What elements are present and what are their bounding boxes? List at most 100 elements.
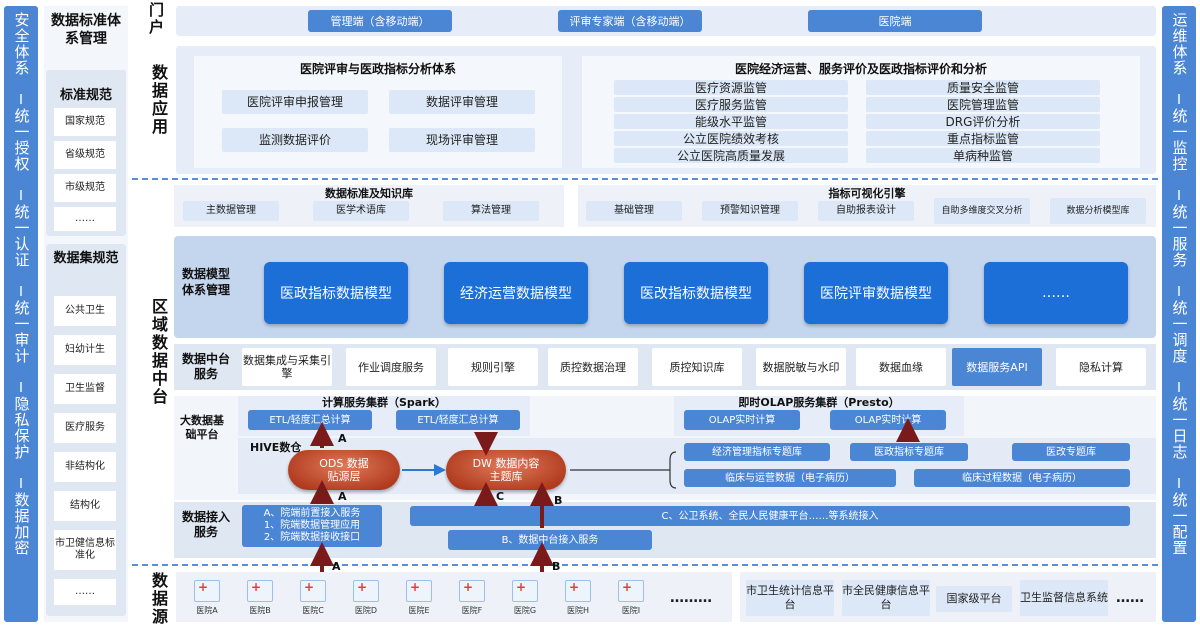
knowledge-item[interactable]: 算法管理 [443, 201, 539, 221]
service-item[interactable]: 数据脱敏与水印 [756, 348, 846, 386]
ods-layer[interactable]: ODS 数据贴源层 [288, 450, 400, 490]
app-right-item[interactable]: 重点指标监管 [866, 131, 1100, 146]
service-item[interactable]: 质控知识库 [652, 348, 742, 386]
theme-item[interactable]: 医改专题库 [1012, 443, 1130, 461]
ops-system-bar: 运维体系 统一监控 统一服务 统一调度 统一日志 统一配置 [1162, 6, 1196, 622]
viz-item[interactable]: 数据分析模型库 [1050, 198, 1146, 224]
access-a-box[interactable]: A、院端前置接入服务 1、院端数据管理应用 2、院端数据接收接口 [242, 505, 382, 547]
hospital-name: 医院E [408, 606, 430, 615]
route-letter: A [338, 432, 347, 445]
dataset-item: 市卫健信息标准化 [54, 530, 116, 570]
access-b-box[interactable]: B、数据中台接入服务 [448, 530, 652, 550]
knowledge-item[interactable]: 主数据管理 [183, 201, 279, 221]
dataset-title: 数据集规范 [53, 251, 119, 266]
right-bar-item: 统一配置 [1170, 492, 1189, 556]
theme-item[interactable]: 临床与运营数据（电子病历） [684, 469, 896, 487]
app-right-item[interactable]: 医疗资源监管 [614, 80, 848, 95]
app-right-item[interactable]: 医院管理监管 [866, 97, 1100, 112]
app-right-item[interactable]: 公立医院高质量发展 [614, 148, 848, 163]
platform-item[interactable]: 卫生监督信息系统 [1020, 580, 1108, 616]
portal-hospital-button[interactable]: 医院端 [808, 10, 982, 32]
platform-item[interactable]: 市卫生统计信息平台 [746, 580, 834, 616]
viz-item[interactable]: 基础管理 [586, 201, 682, 221]
left-bar-item: 统一认证 [12, 204, 31, 268]
viz-item[interactable]: 自助多维度交叉分析 [934, 198, 1030, 224]
separator-line [132, 564, 1158, 566]
app-right-item[interactable]: 医疗服务监管 [614, 97, 848, 112]
app-right-item[interactable]: 能级水平监管 [614, 114, 848, 129]
hospital-icon [353, 580, 379, 602]
service-item[interactable]: 数据服务API [952, 348, 1042, 386]
model-card[interactable]: 医政指标数据模型 [264, 262, 408, 324]
ods-label: ODS 数据贴源层 [319, 457, 369, 483]
app-left-item[interactable]: 现场评审管理 [389, 128, 535, 152]
service-item[interactable]: 数据血缘 [856, 348, 946, 386]
dw-label: DW 数据内容主题库 [472, 457, 540, 483]
spark-item[interactable]: ETL/轻度汇总计算 [248, 410, 372, 430]
app-right-item[interactable]: 单病种监管 [866, 148, 1100, 163]
left-bar-item: 安全体系 [12, 12, 31, 76]
hospital-name: 医院G [513, 606, 537, 615]
service-item[interactable]: 规则引擎 [448, 348, 538, 386]
theme-item[interactable]: 临床过程数据（电子病历） [914, 469, 1130, 487]
viz-title: 指标可视化引擎 [828, 187, 906, 200]
brace-connector [570, 451, 677, 489]
spark-item[interactable]: ETL/轻度汇总计算 [396, 410, 520, 430]
right-bar-item: 运维体系 [1170, 12, 1189, 76]
model-card[interactable]: 医院评审数据模型 [804, 262, 948, 324]
service-item[interactable]: 隐私计算 [1056, 348, 1146, 386]
norm-item: …… [54, 207, 116, 231]
theme-item[interactable]: 医政指标专题库 [850, 443, 968, 461]
right-bar-item: 统一日志 [1170, 396, 1189, 460]
norm-item: 国家规范 [54, 108, 116, 136]
hospital-item[interactable]: 医院H [555, 580, 601, 616]
hospital-name: 医院B [249, 606, 271, 615]
model-label: 数据模型体系管理 [181, 267, 230, 297]
access-c-box[interactable]: C、公卫系统、全民人民健康平台……等系统接入 [410, 506, 1130, 526]
hospital-item[interactable]: 医院D [343, 580, 389, 616]
olap-title: 即时OLAP服务集群（Presto） [738, 396, 900, 409]
viz-item[interactable]: 自助报表设计 [818, 201, 914, 221]
app-left-item[interactable]: 医院评审申报管理 [222, 90, 368, 114]
olap-item[interactable]: OLAP实时计算 [684, 410, 800, 430]
platform-item[interactable]: 国家级平台 [936, 586, 1012, 612]
model-card[interactable]: 医改指标数据模型 [624, 262, 768, 324]
service-item[interactable]: 数据集成与采集引擎 [242, 348, 332, 386]
hospital-item[interactable]: 医院A [184, 580, 230, 616]
hospital-item[interactable]: 医院E [396, 580, 442, 616]
service-item[interactable]: 作业调度服务 [346, 348, 436, 386]
hospital-icon [512, 580, 538, 602]
app-label: 数据应用 [149, 64, 168, 136]
service-item[interactable]: 质控数据治理 [548, 348, 638, 386]
hospital-item[interactable]: 医院I [608, 580, 654, 616]
left-bar-item: 统一审计 [12, 300, 31, 364]
app-left-item[interactable]: 数据评审管理 [389, 90, 535, 114]
hospital-icon [618, 580, 644, 602]
knowledge-item[interactable]: 医学术语库 [313, 201, 409, 221]
norms-title: 标准规范 [59, 88, 112, 103]
hospital-item[interactable]: 医院C [290, 580, 336, 616]
bigdata-label: 大数据基础平台 [180, 414, 224, 441]
hospital-icon [406, 580, 432, 602]
hospital-item[interactable]: 医院F [449, 580, 495, 616]
hive-label: HIVE数仓 [250, 441, 302, 454]
app-right-item[interactable]: DRG评价分析 [866, 114, 1100, 129]
hospital-icon [565, 580, 591, 602]
portal-expert-button[interactable]: 评审专家端（含移动端） [558, 10, 702, 32]
theme-item[interactable]: 经济管理指标专题库 [684, 443, 830, 461]
app-right-item[interactable]: 公立医院绩效考核 [614, 131, 848, 146]
app-right-item[interactable]: 质量安全监管 [866, 80, 1100, 95]
hospital-item[interactable]: 医院B [237, 580, 283, 616]
model-card[interactable]: …… [984, 262, 1128, 324]
service-label: 数据中台服务 [181, 352, 230, 381]
platform-item[interactable]: 市全民健康信息平台 [842, 580, 930, 616]
left-bar-item: 统一授权 [12, 108, 31, 172]
source-label: 数据源 [149, 572, 168, 626]
app-left-item[interactable]: 监测数据评价 [222, 128, 368, 152]
portal-admin-button[interactable]: 管理端（含移动端） [308, 10, 452, 32]
viz-item[interactable]: 预警知识管理 [702, 201, 798, 221]
model-card[interactable]: 经济运营数据模型 [444, 262, 588, 324]
hospital-item[interactable]: 医院G [502, 580, 548, 616]
hospital-name: 医院F [461, 606, 483, 615]
dataset-item: 卫生监督 [54, 374, 116, 404]
